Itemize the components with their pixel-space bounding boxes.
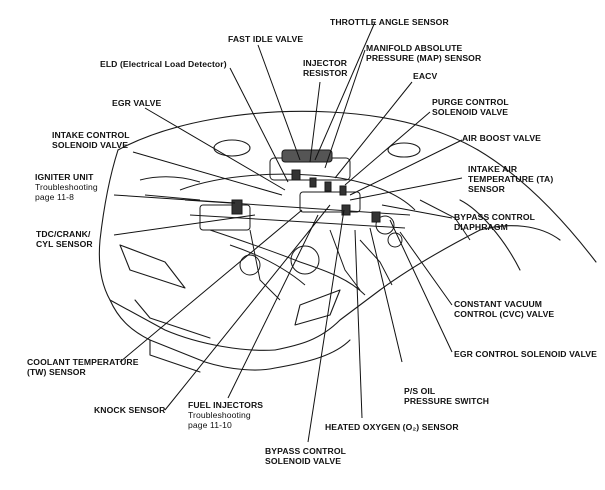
label-bypass-control-diaphragm: BYPASS CONTROL DIAPHRAGM	[454, 212, 535, 232]
label-text: ELD (Electrical Load Detector)	[100, 59, 227, 69]
label-text: EGR CONTROL SOLENOID VALVE	[454, 349, 597, 359]
label-eacv: EACV	[413, 71, 437, 81]
label-intake-air-temp-sensor: INTAKE AIR TEMPERATURE (TA) SENSOR	[468, 164, 553, 194]
label-text: AIR BOOST VALVE	[462, 133, 542, 143]
label-injector-resistor: INJECTOR RESISTOR	[303, 58, 348, 78]
label-egr-valve: EGR VALVE	[112, 98, 161, 108]
label-line-2: SOLENOID VALVE	[432, 107, 509, 117]
label-text: KNOCK SENSOR	[94, 405, 166, 415]
label-line-2: PRESSURE SWITCH	[404, 396, 490, 406]
label-text: FAST IDLE VALVE	[228, 34, 304, 44]
label-coolant-temp-sensor: COOLANT TEMPERATURE (TW) SENSOR	[27, 357, 139, 377]
label-line-2: SOLENOID VALVE	[265, 456, 342, 466]
label-tdc-crank-cyl-sensor: TDC/CRANK/ CYL SENSOR	[36, 229, 93, 249]
label-line-2: CONTROL (CVC) VALVE	[454, 309, 555, 319]
label-text: IGNITER UNIT	[35, 172, 94, 182]
label-line-1: INTAKE CONTROL	[52, 130, 130, 140]
label-text: EGR VALVE	[112, 98, 162, 108]
label-text: EACV	[413, 71, 438, 81]
label-line-1: MANIFOLD ABSOLUTE	[366, 43, 463, 53]
label-cvc-valve: CONSTANT VACUUM CONTROL (CVC) VALVE	[454, 299, 554, 319]
engine-assembly	[139, 149, 471, 301]
troubleshooting-ref-line-2: page 11-10	[188, 420, 232, 430]
label-line-2: TEMPERATURE (TA)	[468, 174, 554, 184]
label-air-boost-valve: AIR BOOST VALVE	[462, 133, 541, 143]
label-line-1: CONSTANT VACUUM	[454, 299, 543, 309]
label-throttle-angle-sensor: THROTTLE ANGLE SENSOR	[330, 17, 449, 27]
label-text: HEATED OXYGEN (O₂) SENSOR	[325, 422, 459, 432]
car-body-outline	[98, 110, 597, 373]
label-fast-idle-valve: FAST IDLE VALVE	[228, 34, 303, 44]
label-line-1: PURGE CONTROL	[432, 97, 509, 107]
label-knock-sensor: KNOCK SENSOR	[94, 405, 165, 415]
label-egr-control-solenoid: EGR CONTROL SOLENOID VALVE	[454, 349, 597, 359]
label-line-1: BYPASS CONTROL	[454, 212, 535, 222]
troubleshooting-ref-line-1: Troubleshooting	[35, 182, 98, 192]
label-line-2: RESISTOR	[303, 68, 348, 78]
label-map-sensor: MANIFOLD ABSOLUTE PRESSURE (MAP) SENSOR	[366, 43, 481, 63]
label-line-2: CYL SENSOR	[36, 239, 93, 249]
label-line-1: BYPASS CONTROL	[265, 446, 346, 456]
label-line-1: COOLANT TEMPERATURE	[27, 357, 139, 367]
label-heated-oxygen-sensor: HEATED OXYGEN (O₂) SENSOR	[325, 422, 459, 432]
label-text: THROTTLE ANGLE SENSOR	[330, 17, 449, 27]
troubleshooting-ref-line-2: page 11-8	[35, 192, 74, 202]
label-line-1: INJECTOR	[303, 58, 348, 68]
label-line-2: SOLENOID VALVE	[52, 140, 129, 150]
label-line-2: PRESSURE (MAP) SENSOR	[366, 53, 482, 63]
label-line-1: P/S OIL	[404, 386, 436, 396]
label-intake-control-solenoid: INTAKE CONTROL SOLENOID VALVE	[52, 130, 130, 150]
label-line-1: TDC/CRANK/	[36, 229, 91, 239]
troubleshooting-ref-line-1: Troubleshooting	[188, 410, 251, 420]
label-line-2: DIAPHRAGM	[454, 222, 508, 232]
label-ps-oil-pressure-switch: P/S OIL PRESSURE SWITCH	[404, 386, 489, 406]
label-line-1: INTAKE AIR	[468, 164, 518, 174]
label-eld: ELD (Electrical Load Detector)	[100, 59, 227, 69]
label-purge-control-solenoid: PURGE CONTROL SOLENOID VALVE	[432, 97, 509, 117]
label-line-3: SENSOR	[468, 184, 505, 194]
label-fuel-injectors: FUEL INJECTORS Troubleshooting page 11-1…	[188, 400, 263, 430]
leader-lines	[113, 21, 463, 443]
label-bypass-control-solenoid: BYPASS CONTROL SOLENOID VALVE	[265, 446, 346, 466]
label-line-2: (TW) SENSOR	[27, 367, 86, 377]
label-igniter-unit: IGNITER UNIT Troubleshooting page 11-8	[35, 172, 98, 202]
label-text: FUEL INJECTORS	[188, 400, 264, 410]
